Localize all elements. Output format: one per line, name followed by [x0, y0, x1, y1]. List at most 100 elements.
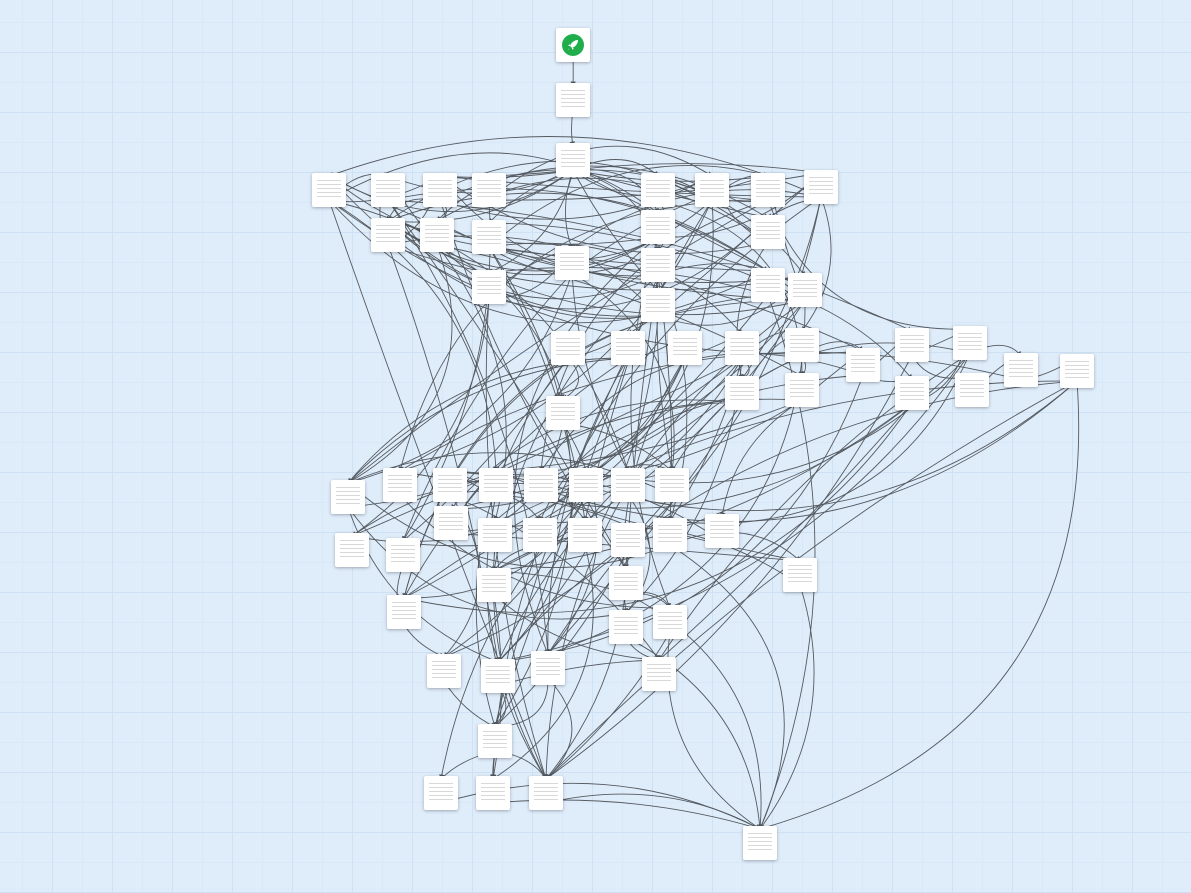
step-node[interactable]: [653, 605, 687, 639]
document-lines-icon: [700, 180, 724, 197]
step-node[interactable]: [609, 610, 643, 644]
document-lines-icon: [483, 525, 507, 542]
step-node[interactable]: [895, 376, 929, 410]
step-node[interactable]: [479, 468, 513, 502]
step-node[interactable]: [523, 518, 557, 552]
step-node[interactable]: [743, 826, 777, 860]
step-node[interactable]: [785, 373, 819, 407]
step-node[interactable]: [725, 376, 759, 410]
document-lines-icon: [556, 338, 580, 355]
step-node[interactable]: [335, 533, 369, 567]
step-node[interactable]: [424, 776, 458, 810]
step-node[interactable]: [655, 468, 689, 502]
step-node[interactable]: [524, 468, 558, 502]
step-node[interactable]: [846, 348, 880, 382]
step-node[interactable]: [705, 514, 739, 548]
connector-edge: [347, 506, 627, 620]
step-node[interactable]: [751, 215, 785, 249]
step-node[interactable]: [472, 220, 506, 254]
step-node[interactable]: [477, 568, 511, 602]
connector-edge: [572, 169, 713, 196]
connector-edge: [497, 422, 574, 663]
step-node[interactable]: [569, 468, 603, 502]
step-node[interactable]: [556, 143, 590, 177]
step-node[interactable]: [546, 396, 580, 430]
step-node[interactable]: [783, 558, 817, 592]
connector-edge: [571, 189, 822, 250]
step-node[interactable]: [641, 288, 675, 322]
connector-edge: [497, 657, 660, 687]
step-node[interactable]: [785, 328, 819, 362]
document-lines-icon: [616, 338, 640, 355]
step-node[interactable]: [642, 657, 676, 691]
step-node[interactable]: [383, 468, 417, 502]
step-node[interactable]: [653, 518, 687, 552]
step-node[interactable]: [611, 523, 645, 557]
step-node[interactable]: [751, 268, 785, 302]
step-node[interactable]: [641, 248, 675, 282]
step-node[interactable]: [551, 331, 585, 365]
step-node[interactable]: [668, 331, 702, 365]
step-node[interactable]: [641, 173, 675, 207]
step-node[interactable]: [472, 270, 506, 304]
step-node[interactable]: [895, 328, 929, 362]
document-lines-icon: [851, 355, 875, 372]
step-node[interactable]: [953, 326, 987, 360]
step-node[interactable]: [611, 331, 645, 365]
step-node[interactable]: [312, 173, 346, 207]
step-node[interactable]: [434, 506, 468, 540]
step-node[interactable]: [387, 595, 421, 629]
step-node[interactable]: [371, 173, 405, 207]
document-lines-icon: [477, 277, 501, 294]
step-node[interactable]: [478, 518, 512, 552]
step-node[interactable]: [531, 651, 565, 685]
step-node[interactable]: [695, 173, 729, 207]
connector-edge: [399, 494, 671, 611]
step-node[interactable]: [556, 83, 590, 117]
document-lines-icon: [790, 335, 814, 352]
connector-edge: [351, 296, 490, 537]
step-node[interactable]: [386, 538, 420, 572]
connector-edge: [547, 402, 743, 655]
connector-edge: [657, 172, 822, 238]
document-lines-icon: [900, 383, 924, 400]
step-node[interactable]: [423, 173, 457, 207]
document-lines-icon: [376, 180, 400, 197]
document-lines-icon: [429, 783, 453, 800]
step-node[interactable]: [804, 170, 838, 204]
document-lines-icon: [340, 540, 364, 557]
connector-edge: [403, 402, 913, 614]
step-node[interactable]: [751, 173, 785, 207]
connector-edge: [658, 402, 913, 661]
step-node[interactable]: [481, 659, 515, 693]
start-node[interactable]: [556, 28, 590, 62]
document-lines-icon: [616, 530, 640, 547]
step-node[interactable]: [1004, 353, 1038, 387]
step-node[interactable]: [331, 480, 365, 514]
step-node[interactable]: [478, 724, 512, 758]
step-node[interactable]: [788, 273, 822, 307]
document-lines-icon: [317, 180, 341, 197]
step-node[interactable]: [609, 566, 643, 600]
step-node[interactable]: [420, 218, 454, 252]
step-node[interactable]: [555, 246, 589, 280]
document-lines-icon: [616, 475, 640, 492]
document-lines-icon: [710, 521, 734, 538]
step-node[interactable]: [568, 518, 602, 552]
step-node[interactable]: [611, 468, 645, 502]
step-node[interactable]: [427, 654, 461, 688]
step-node[interactable]: [725, 331, 759, 365]
step-node[interactable]: [529, 776, 563, 810]
step-node[interactable]: [955, 373, 989, 407]
step-node[interactable]: [433, 468, 467, 502]
document-lines-icon: [1065, 361, 1089, 378]
connector-edge: [347, 244, 453, 484]
step-node[interactable]: [1060, 354, 1094, 388]
step-node[interactable]: [476, 776, 510, 810]
step-node[interactable]: [641, 210, 675, 244]
step-node[interactable]: [371, 218, 405, 252]
step-node[interactable]: [472, 173, 506, 207]
document-lines-icon: [793, 280, 817, 297]
document-lines-icon: [529, 475, 553, 492]
